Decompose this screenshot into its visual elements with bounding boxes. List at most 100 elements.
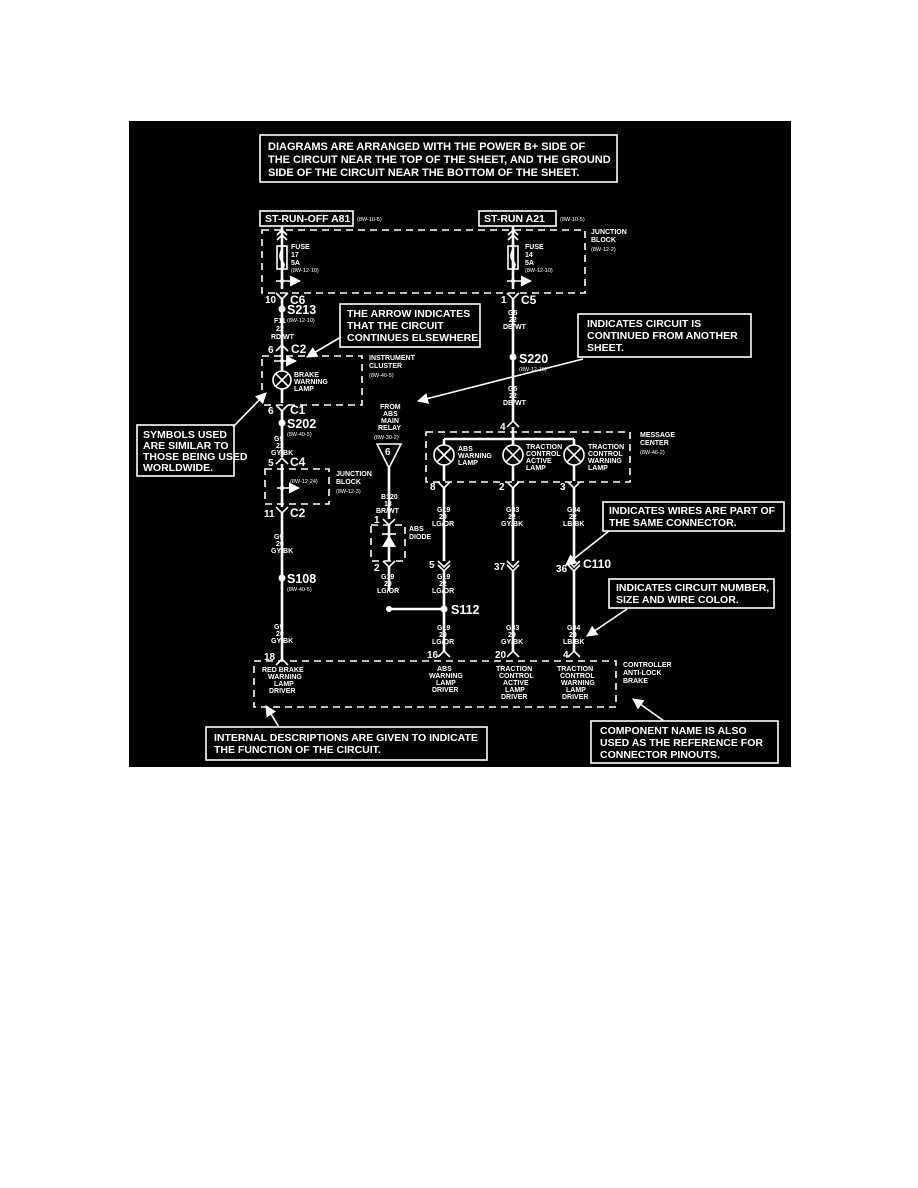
fuse-number: 14 bbox=[525, 252, 533, 259]
wire-circuit: G9 bbox=[274, 436, 283, 443]
callout-component-name: COMPONENT NAME IS ALSO USED AS THE REFER… bbox=[590, 698, 779, 764]
controller-pin-4: 4 TRACTION CONTROL WARNING LAMP DRIVER bbox=[557, 649, 595, 701]
wire-color: LG/OR bbox=[377, 588, 399, 595]
lamp-label: TRACTION bbox=[588, 444, 624, 451]
wire-color: GY/BK bbox=[501, 639, 523, 646]
pin-number: 4 bbox=[563, 650, 569, 661]
source-ref: (8W-10-5) bbox=[560, 217, 585, 223]
component-name: MESSAGE bbox=[640, 432, 675, 439]
connector-c4: 5 C4 bbox=[268, 455, 306, 469]
pin-label: DRIVER bbox=[269, 688, 295, 695]
diode-pin: 2 bbox=[374, 563, 380, 574]
wire-gauge: 20 bbox=[276, 541, 284, 548]
diode-label: DIODE bbox=[409, 534, 432, 541]
connector-pin: 6 bbox=[268, 406, 274, 417]
wire-circuit: B120 bbox=[381, 494, 398, 501]
fuse-ref: (8W-12-10) bbox=[525, 268, 553, 274]
callout-line: THE ARROW INDICATES bbox=[347, 308, 470, 320]
lamp-label: LAMP bbox=[294, 386, 314, 393]
wire-f11: F11 22 RD/WT bbox=[271, 318, 295, 341]
pin-label: DRIVER bbox=[432, 687, 458, 694]
connector-c2-bottom: 11 C2 bbox=[264, 506, 306, 520]
wire-circuit: G19 bbox=[437, 574, 450, 581]
callout-line: DIAGRAMS ARE ARRANGED WITH THE POWER B+ … bbox=[268, 141, 586, 153]
pin-label: LAMP bbox=[505, 687, 525, 694]
junction-block-label: JUNCTION bbox=[336, 471, 372, 478]
pin-label: DRIVER bbox=[501, 694, 527, 701]
lamp-label: ABS bbox=[458, 446, 473, 453]
relay-pin: 6 bbox=[385, 447, 391, 458]
relay-label: MAIN bbox=[381, 418, 399, 425]
wire-circuit: G83 bbox=[506, 625, 519, 632]
callout-line: USED AS THE REFERENCE FOR bbox=[600, 737, 763, 749]
wire-color: RD/WT bbox=[271, 334, 295, 341]
wire-circuit: G84 bbox=[567, 507, 580, 514]
callout-line: CONTINUED FROM ANOTHER bbox=[587, 330, 738, 342]
pin-label: LAMP bbox=[566, 687, 586, 694]
wire-color: DB/WT bbox=[503, 400, 527, 407]
wire-g5-upper: G5 22 DB/WT bbox=[503, 310, 527, 331]
callout-line: THAT THE CIRCUIT bbox=[347, 320, 444, 332]
source-label: ST-RUN-OFF A81 bbox=[265, 213, 351, 225]
junction-block-label: BLOCK bbox=[591, 237, 616, 244]
junction-block-ref: (8W-12-3) bbox=[336, 489, 361, 495]
instrument-cluster: INSTRUMENT CLUSTER (8W-40-5) BRAKE WARNI… bbox=[261, 353, 416, 406]
connector-pin: 4 bbox=[500, 422, 506, 433]
component-ref: (8W-40-5) bbox=[369, 373, 394, 379]
component-name: CLUSTER bbox=[369, 363, 402, 370]
pin-number: 18 bbox=[264, 652, 276, 663]
callout-line: INDICATES CIRCUIT NUMBER, bbox=[616, 582, 769, 594]
callout-line: SHEET. bbox=[587, 342, 624, 354]
source-ref: (8W-10-5) bbox=[357, 217, 382, 223]
controller-name: BRAKE bbox=[623, 678, 648, 685]
junction-block-top: JUNCTION BLOCK (8W-12-2) bbox=[261, 229, 627, 294]
wire-g9-upper: G9 22 GY/BK bbox=[271, 436, 293, 457]
wire-gauge: 22 bbox=[569, 514, 577, 521]
wire-g19-diode: G19 20 LG/OR bbox=[377, 574, 399, 595]
callout-line: THOSE BEING USED bbox=[143, 451, 248, 463]
wire-circuit: G5 bbox=[508, 310, 517, 317]
connector-name: C2 bbox=[291, 342, 307, 356]
pin-number: 2 bbox=[499, 482, 505, 493]
connector-name: C2 bbox=[290, 506, 306, 520]
wire-g5-lower: G5 22 DB/WT bbox=[503, 386, 527, 407]
connector-name: C4 bbox=[290, 455, 306, 469]
callout-line: CONNECTOR PINOUTS. bbox=[600, 749, 720, 761]
lamp-label: LAMP bbox=[526, 465, 546, 472]
lamp-label: WARNING bbox=[458, 453, 492, 460]
splice-name: S112 bbox=[451, 603, 480, 617]
pin-label: TRACTION bbox=[557, 666, 593, 673]
pin-label: TRACTION bbox=[496, 666, 532, 673]
pin-label: ACTIVE bbox=[503, 680, 529, 687]
wire-color: GY/BK bbox=[271, 450, 293, 457]
diode-label: ABS bbox=[409, 526, 424, 533]
connector-c110: 5 37 36 C110 bbox=[429, 557, 611, 575]
wire-g83-lower: G83 20 GY/BK bbox=[501, 625, 523, 646]
fuse-label: FUSE bbox=[291, 244, 310, 251]
wire-circuit: G19 bbox=[381, 574, 394, 581]
wire-color: DB/WT bbox=[503, 324, 527, 331]
pin-3: 3 bbox=[560, 481, 581, 493]
controller-name: CONTROLLER bbox=[623, 662, 672, 669]
splice-name: S220 bbox=[519, 352, 548, 366]
pin-8: 8 bbox=[430, 481, 451, 493]
connector-pin: 1 bbox=[501, 295, 507, 306]
splice-s202: S202 (8W-40-5) bbox=[278, 417, 316, 438]
wire-g9-mid: G9 20 GY/BK bbox=[271, 534, 293, 555]
wire-g83-upper: G83 22 GY/BK bbox=[501, 507, 523, 528]
wire-color: LB/BK bbox=[563, 639, 584, 646]
wire-circuit: G84 bbox=[567, 625, 580, 632]
callout-line: SIZE AND WIRE COLOR. bbox=[616, 594, 739, 606]
junction-block-mid: (8W-12-24) JUNCTION BLOCK (8W-12-3) bbox=[264, 464, 372, 507]
lamp-traction-warning: TRACTION CONTROL WARNING LAMP bbox=[563, 444, 624, 472]
wire-color: LG/OR bbox=[432, 639, 454, 646]
source-st-run-off-a81: ST-RUN-OFF A81 (8W-10-5) bbox=[259, 210, 382, 227]
connector-pin: 6 bbox=[268, 345, 274, 356]
wire-circuit: G5 bbox=[508, 386, 517, 393]
callout-line: INTERNAL DESCRIPTIONS ARE GIVEN TO INDIC… bbox=[214, 732, 478, 744]
wire-gauge: 20 bbox=[569, 632, 577, 639]
splice-s220: S220 (8W-12-10) bbox=[509, 352, 548, 373]
lamp-label: WARNING bbox=[588, 458, 622, 465]
wire-color: LG/OR bbox=[432, 521, 454, 528]
callout-line: INDICATES WIRES ARE PART OF bbox=[609, 505, 776, 517]
